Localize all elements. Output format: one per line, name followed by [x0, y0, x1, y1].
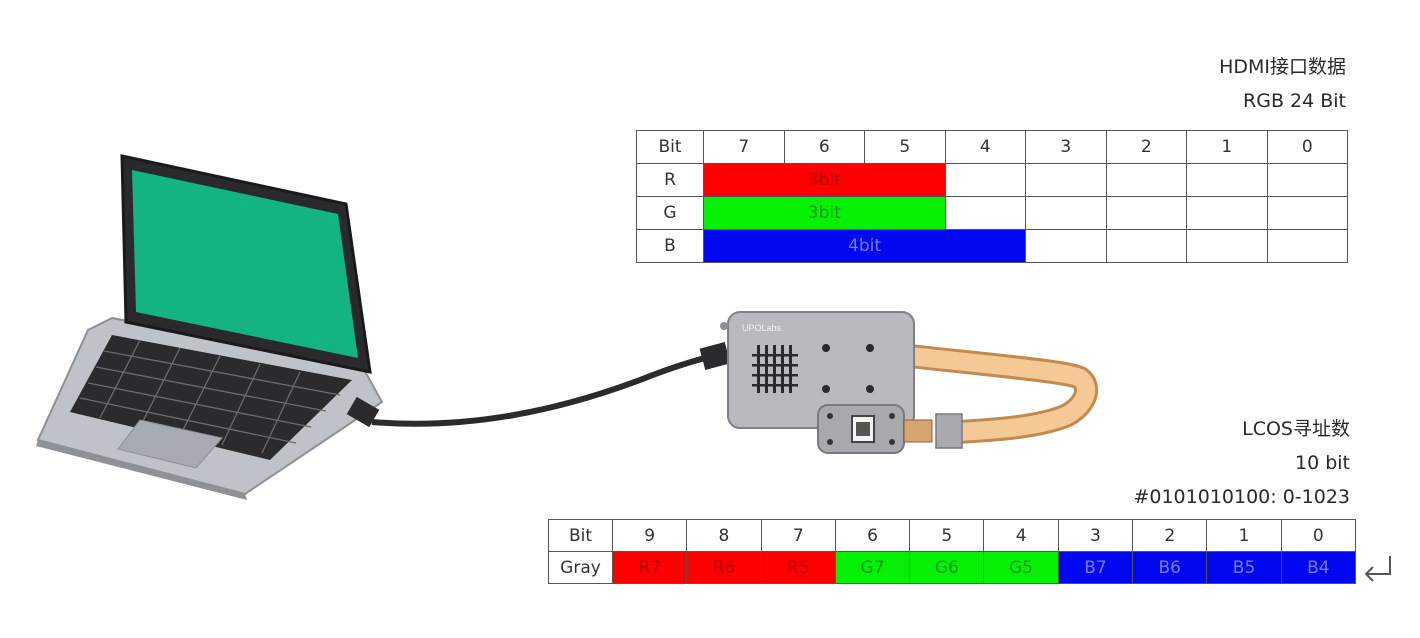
- empty-cell: [1025, 163, 1107, 197]
- header-cell: Bit: [548, 519, 613, 552]
- header-cell: 0: [1266, 130, 1348, 164]
- lcos-caption: LCOS寻址数 10 bit #0101010100: 0-1023: [1133, 412, 1350, 514]
- lcos-example: #0101010100: 0-1023: [1133, 486, 1350, 508]
- header-cell: 1: [1206, 519, 1282, 552]
- header-cell: 2: [1105, 130, 1187, 164]
- g-bit-bar: 3bit: [703, 196, 946, 230]
- header-cell: 7: [703, 130, 785, 164]
- gray-bit-cell: R6: [686, 551, 762, 584]
- box-logo: UPOLabs: [742, 323, 782, 333]
- header-cell: 9: [611, 519, 688, 552]
- lcos-gray-row: Gray R7 R6 R5 G7 G6 G5 B7 B6 B5 B4: [548, 551, 1357, 584]
- empty-cell: [1266, 229, 1348, 263]
- gray-bit-cell: B6: [1132, 551, 1208, 584]
- empty-cell: [1266, 196, 1348, 230]
- header-cell: 4: [944, 130, 1026, 164]
- lcos-title: LCOS寻址数: [1242, 418, 1350, 440]
- gray-bit-cell: R5: [760, 551, 836, 584]
- empty-cell: [1105, 229, 1187, 263]
- hdmi-header-row: Bit 7 6 5 4 3 2 1 0: [636, 130, 1348, 164]
- header-cell: 5: [909, 519, 985, 552]
- header-cell: Bit: [636, 130, 704, 164]
- header-cell: 6: [834, 519, 911, 552]
- r-bit-bar: 3bit: [703, 163, 946, 197]
- empty-cell: [944, 163, 1026, 197]
- empty-cell: [1186, 229, 1268, 263]
- empty-cell: [1105, 163, 1187, 197]
- header-cell: 7: [760, 519, 836, 552]
- header-cell: 3: [1025, 130, 1107, 164]
- header-cell: 1: [1186, 130, 1268, 164]
- header-cell: 5: [864, 130, 946, 164]
- header-cell: 4: [983, 519, 1059, 552]
- header-cell: 6: [783, 130, 865, 164]
- empty-cell: [944, 196, 1026, 230]
- header-cell: 3: [1057, 519, 1134, 552]
- hdmi-caption: HDMI接口数据 RGB 24 Bit: [1219, 50, 1346, 118]
- empty-cell: [1025, 229, 1107, 263]
- empty-cell: [1266, 163, 1348, 197]
- hdmi-row-r: R 3bit: [636, 163, 1348, 197]
- b-bit-bar: 4bit: [703, 229, 1026, 263]
- slm-panel-icon: [817, 404, 963, 454]
- lcos-header-row: Bit 9 8 7 6 5 4 3 2 1 0: [548, 519, 1357, 552]
- row-label: Gray: [548, 551, 613, 584]
- gray-bit-cell: G5: [983, 551, 1059, 584]
- row-label: R: [636, 163, 704, 197]
- lcos-subtitle: 10 bit: [1294, 452, 1350, 474]
- hdmi-subtitle: RGB 24 Bit: [1243, 90, 1346, 112]
- lcos-bit-table: Bit 9 8 7 6 5 4 3 2 1 0 Gray R7 R6 R5 G7…: [548, 519, 1357, 584]
- hdmi-bit-table: Bit 7 6 5 4 3 2 1 0 R 3bit G 3bit B 4bit: [636, 130, 1348, 263]
- hdmi-row-b: B 4bit: [636, 229, 1348, 263]
- gray-bit-cell: R7: [611, 551, 688, 584]
- empty-cell: [1105, 196, 1187, 230]
- row-label: B: [636, 229, 704, 263]
- header-cell: 0: [1280, 519, 1357, 552]
- empty-cell: [1186, 196, 1268, 230]
- empty-cell: [1186, 163, 1268, 197]
- header-cell: 2: [1132, 519, 1208, 552]
- hdmi-cable-icon: [346, 342, 731, 428]
- row-label: G: [636, 196, 704, 230]
- empty-cell: [1025, 196, 1107, 230]
- gray-bit-cell: G7: [834, 551, 911, 584]
- gray-bit-cell: G6: [909, 551, 985, 584]
- hdmi-title: HDMI接口数据: [1219, 56, 1346, 78]
- hdmi-row-g: G 3bit: [636, 196, 1348, 230]
- laptop-icon: [36, 154, 384, 500]
- header-cell: 8: [686, 519, 762, 552]
- gray-bit-cell: B4: [1280, 551, 1357, 584]
- gray-bit-cell: B7: [1057, 551, 1134, 584]
- return-arrow-icon: [1364, 556, 1391, 582]
- gray-bit-cell: B5: [1206, 551, 1282, 584]
